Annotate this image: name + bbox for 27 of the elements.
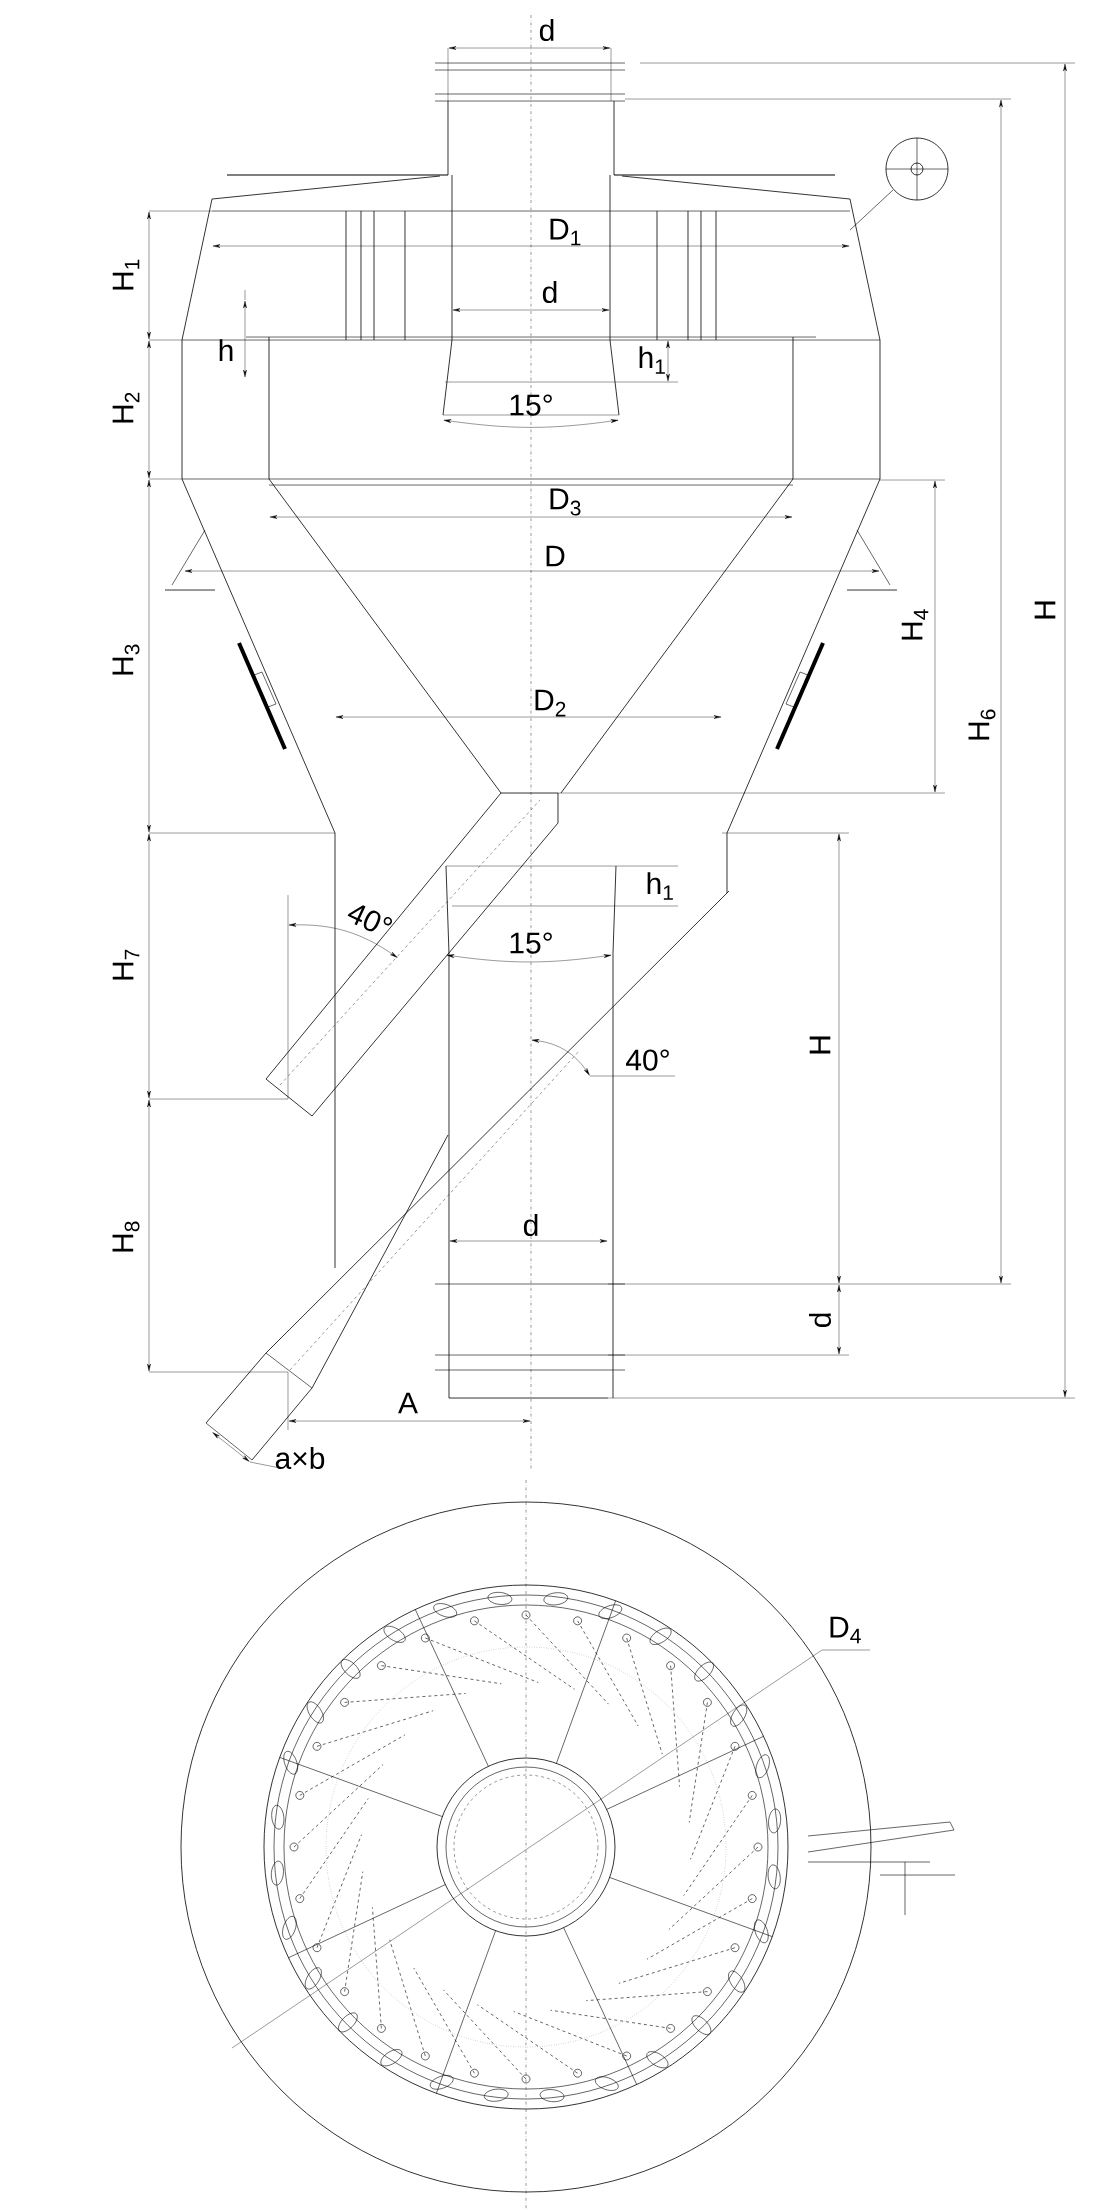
dimension-label: h$_{1}$ <box>647 872 673 900</box>
dimension-label: H$_{1}$ <box>112 259 140 290</box>
dimension-label: H$_{6}$ <box>968 709 996 740</box>
dimension-label: H$_{4}$ <box>901 609 929 640</box>
dimension-label: D$_{1}$ <box>550 218 581 246</box>
dimension-label: D$_{3}$ <box>550 488 581 516</box>
dimension-label: h$_{1}$ <box>639 346 665 374</box>
dimension-label: d <box>539 19 554 42</box>
dimension-label: H$_{2}$ <box>112 392 140 423</box>
dimension-label: 40° <box>626 1049 669 1071</box>
dimension-label: H <box>809 1036 831 1054</box>
dimension-label: A <box>398 1392 418 1414</box>
dimension-label: d <box>542 281 557 304</box>
dimension-label: 15° <box>510 394 552 416</box>
dimension-label: 15° <box>510 932 552 954</box>
dimension-label: h <box>219 339 233 361</box>
dimension-label: d <box>809 1313 831 1328</box>
dimension-label: H$_{3}$ <box>112 644 140 675</box>
dimension-label: D$_{4}$ <box>830 1616 861 1644</box>
dimension-label: H <box>1034 601 1056 619</box>
dimension-label: H$_{7}$ <box>112 949 140 980</box>
dimension-label: D$_{2}$ <box>535 689 566 717</box>
dimension-label: D <box>546 545 565 567</box>
dimension-label: 40° <box>347 905 393 932</box>
dimension-label: d <box>523 1214 538 1237</box>
dimension-label: H$_{8}$ <box>112 1221 140 1252</box>
dimension-label: a×b <box>275 1447 325 1470</box>
